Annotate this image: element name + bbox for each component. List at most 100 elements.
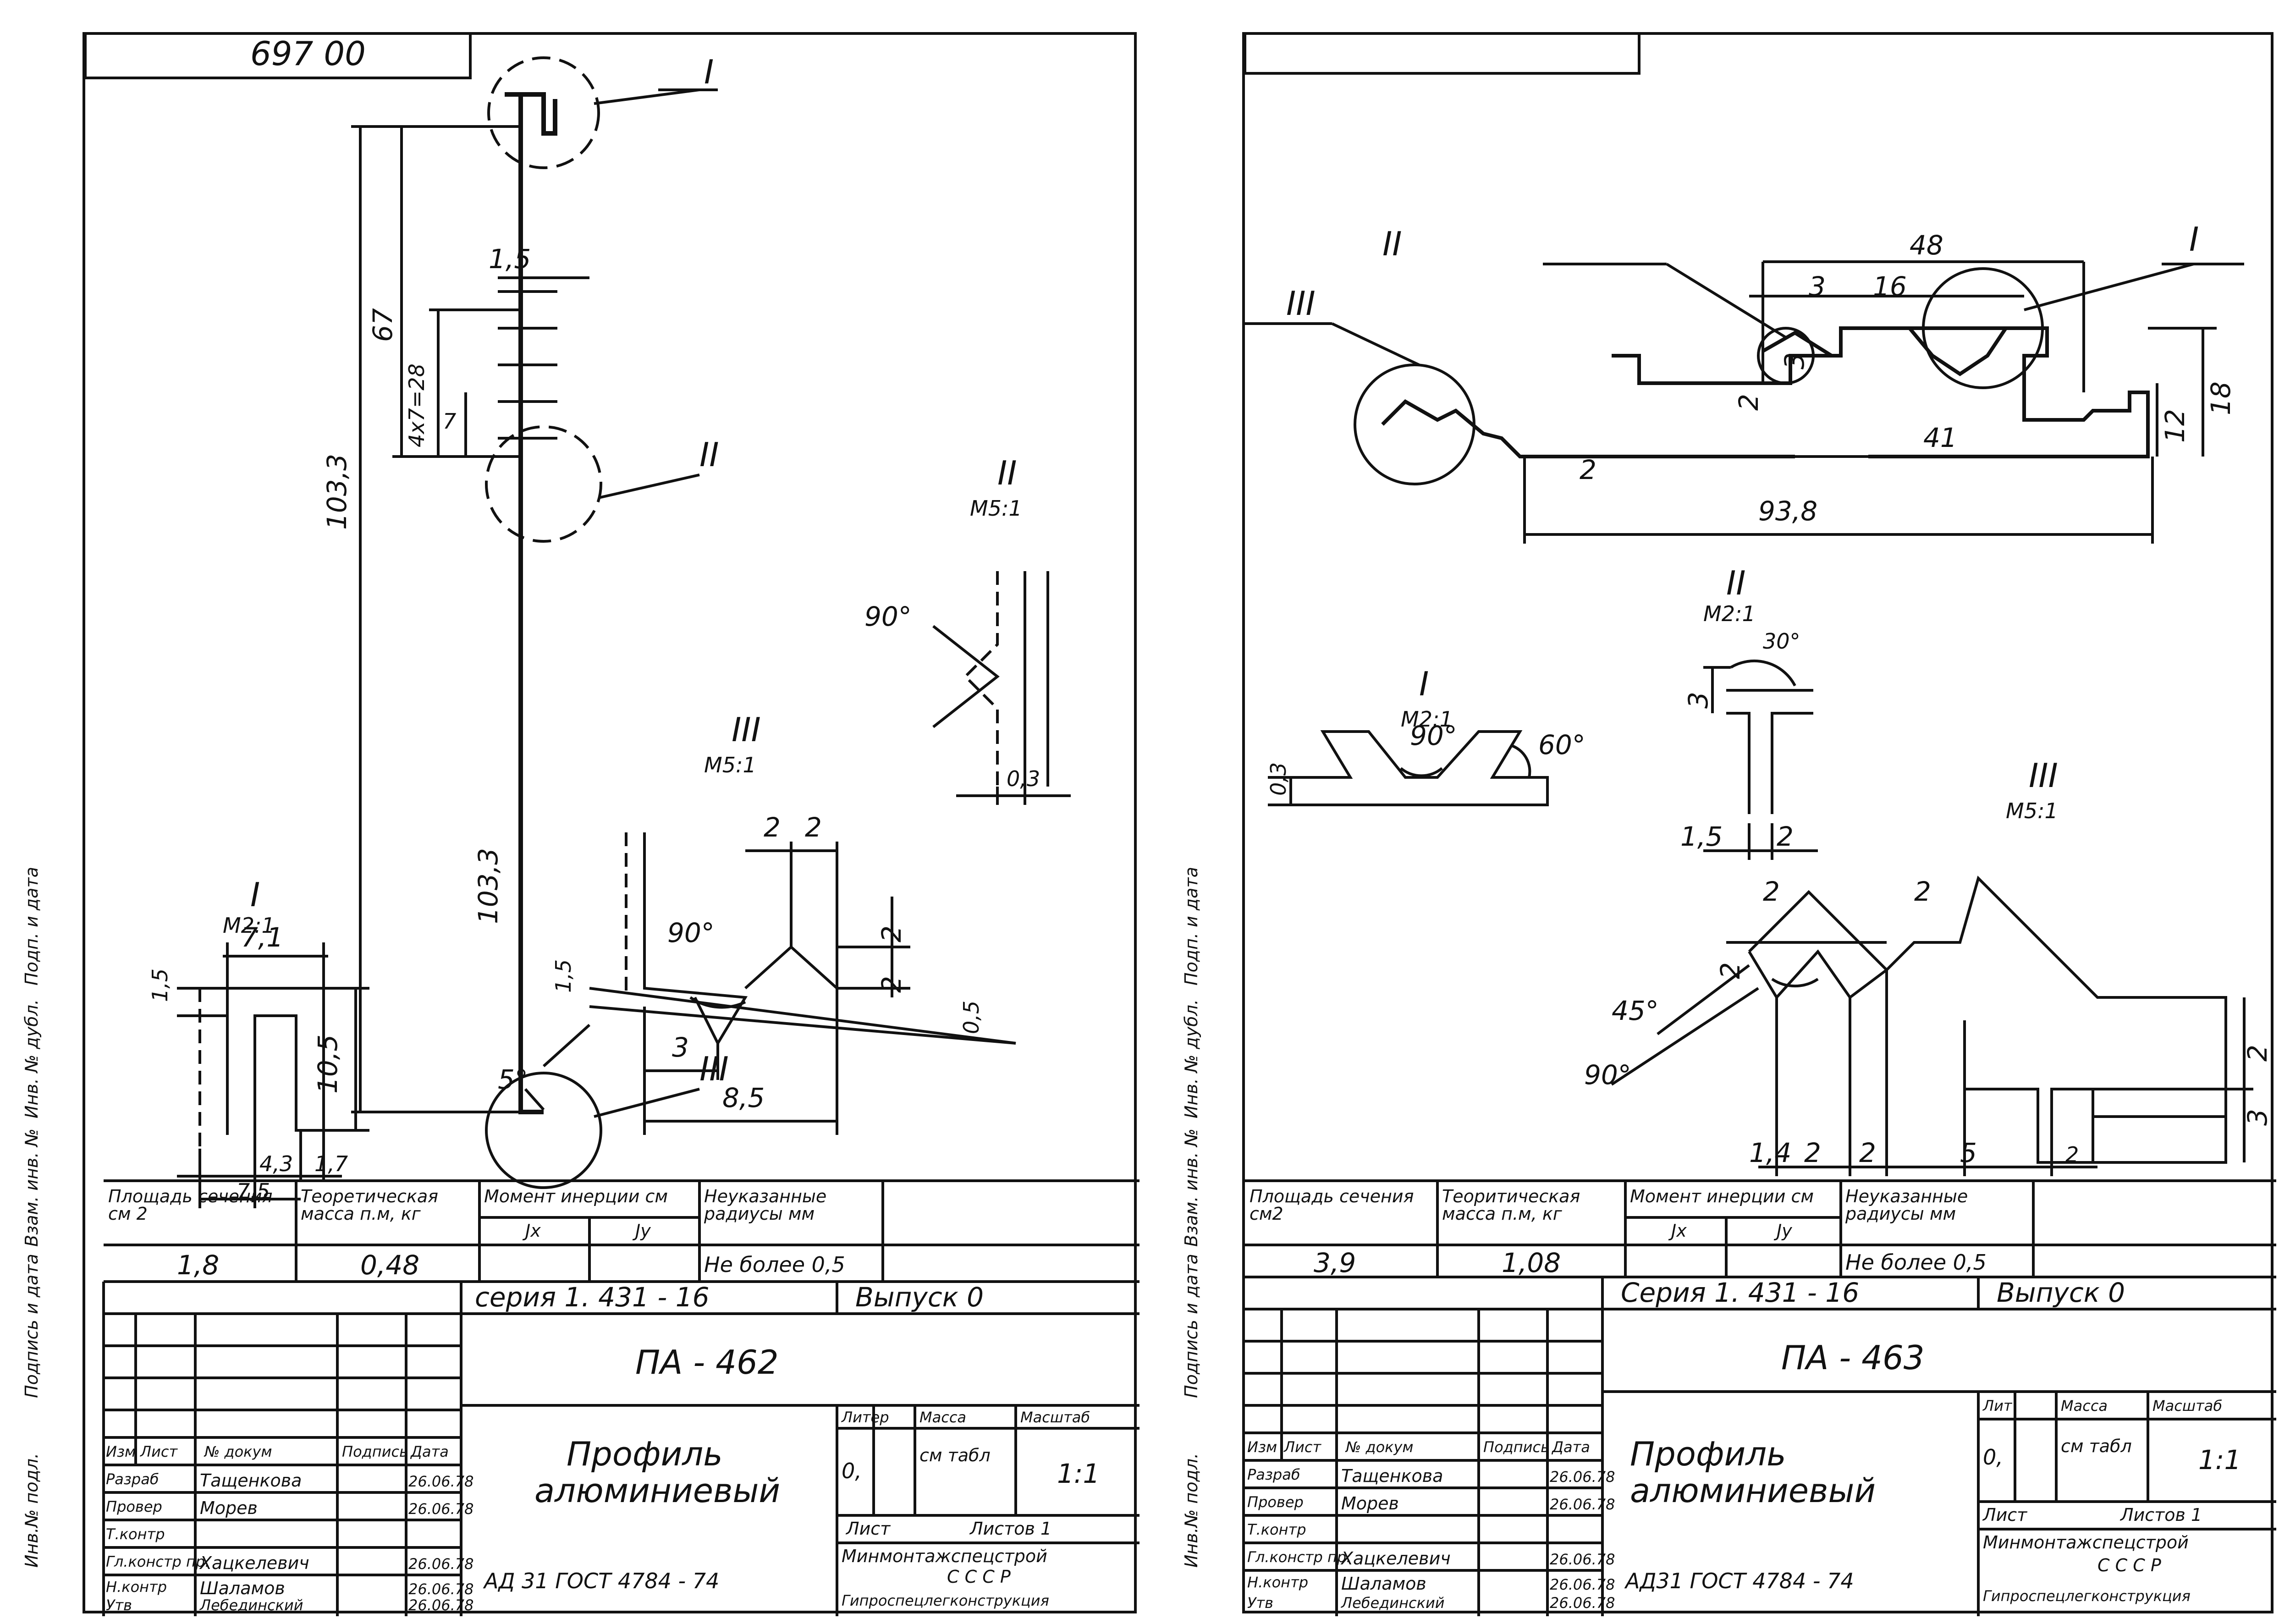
dim-s16: 16 <box>1873 271 1907 302</box>
detail-iii-h1: 2 <box>876 925 907 942</box>
stamp-code: ПА - 463 <box>1781 1338 1925 1377</box>
detail-i-b1: 4,3 <box>259 1151 293 1176</box>
props-header-jy: Jy <box>1777 1221 1792 1241</box>
drawing-lines-right <box>1245 35 2276 1616</box>
detail-iii-slope: 5° <box>498 1064 528 1095</box>
stamp-row-date: 26.06.78 <box>1550 1496 1615 1513</box>
stamp-row-role: Т.контр <box>1247 1521 1306 1538</box>
detail-iii-r1: 2 <box>2242 1045 2273 1062</box>
detail-iii-b1: 1,4 <box>1749 1137 1792 1168</box>
stamp-row-date: 26.06.78 <box>1550 1594 1615 1612</box>
stamp-org-1: Минмонтажспецстрой <box>1983 1532 2189 1552</box>
margin-label-sign-date-right: Подп. и дата <box>1181 867 1201 985</box>
stamp-sheets: Листов 1 <box>970 1519 1052 1539</box>
detail-iii-total: 8,5 <box>722 1082 765 1113</box>
dim-s3: 3 <box>1809 271 1826 302</box>
detail-mark-i: I <box>704 53 714 91</box>
stamp-row-role: Гл.констр пр. <box>106 1553 210 1570</box>
margin-label-sign-date: Подп. и дата <box>22 867 42 985</box>
stamp-org-1: Минмонтажспецстрой <box>842 1546 1047 1566</box>
stamp-row-name: Шаламов <box>1341 1574 1426 1594</box>
margin-label-dup-right: Инв. № дубл. <box>1181 999 1201 1118</box>
detail-i-width: 7,1 <box>241 922 284 953</box>
stamp-header-mass: Масса <box>919 1409 967 1426</box>
stamp-issue: Выпуск 0 <box>1997 1277 2125 1308</box>
detail-ii-angle: 30° <box>1763 629 1800 654</box>
detail-ii-w1: 1,5 <box>1680 821 1723 852</box>
detail-iii-t2: 2 <box>1914 876 1931 907</box>
dim-h18: 18 <box>2205 381 2236 415</box>
stamp-row-name: Хацкелевич <box>1341 1548 1451 1569</box>
props-mass: 0,48 <box>360 1250 420 1281</box>
stamp-sheet: Лист <box>1983 1505 2027 1525</box>
stamp-header-scale: Масштаб <box>2152 1397 2223 1415</box>
detail-ii-mark: II <box>997 454 1017 492</box>
detail-iii-a1: 45° <box>1612 995 1659 1026</box>
props-mass: 1,08 <box>1502 1247 1561 1278</box>
stamp-scale: 1:1 <box>2198 1444 2241 1475</box>
stamp-row-date: 26.06.78 <box>408 1473 474 1490</box>
stamp-row-date: 26.06.78 <box>1550 1551 1615 1568</box>
props-header-moment: Момент инерции см <box>1630 1186 1814 1206</box>
stamp-scale: 1:1 <box>1057 1458 1100 1489</box>
props-area: 3,9 <box>1314 1247 1356 1278</box>
dim-pitch: 4x7=28 <box>404 363 429 447</box>
dim-thickness: 1,5 <box>489 243 531 275</box>
props-header-moment: Момент инерции см <box>484 1186 668 1206</box>
stamp-material: АД 31 ГОСТ 4784 - 74 <box>484 1569 720 1593</box>
stamp-issue: Выпуск 0 <box>855 1282 984 1313</box>
props-radius: Не более 0,5 <box>704 1252 845 1277</box>
stamp-org-3: Гипроспецлегконструкция <box>842 1592 1049 1609</box>
detail-i-b2: 1,7 <box>314 1151 348 1176</box>
detail-iii-b3: 2 <box>1859 1137 1876 1168</box>
margin-label-dup: Инв. № дубл. <box>22 999 42 1118</box>
stamp-mass: см табл <box>2061 1436 2132 1456</box>
stamp-row-name: Шаламов <box>200 1578 285 1598</box>
stamp-code: ПА - 462 <box>635 1343 779 1382</box>
stamp-head-sign: Подпись <box>342 1443 408 1460</box>
stamp-row-role: Гл.констр пр. <box>1247 1548 1351 1566</box>
dim-bot2: 2 <box>1580 454 1596 485</box>
stamp-row-name: Тащенкова <box>200 1470 302 1491</box>
detail-iii-r2: 3 <box>2242 1109 2273 1126</box>
stamp-material: АД31 ГОСТ 4784 - 74 <box>1625 1569 1854 1593</box>
dim-top: 48 <box>1910 230 1943 261</box>
props-header-radius: Неуказанные радиусы мм <box>704 1186 827 1224</box>
drawing-sheet-pa462: 697 00 I II III 1,5 103,3 67 4x7=28 7 I … <box>83 32 1139 1616</box>
detail-iii-overall: 103,3 <box>473 848 504 924</box>
stamp-row-role: Разраб <box>1247 1466 1300 1483</box>
stamp-series: Серия 1. 431 - 16 <box>1621 1277 1860 1308</box>
detail-mark-ii: II <box>699 435 719 474</box>
props-header-radius: Неуказанные радиусы мм <box>1845 1186 1968 1224</box>
stamp-row-name: Морев <box>200 1498 258 1518</box>
detail-iii-a2: 90° <box>1584 1059 1631 1090</box>
props-radius: Не более 0,5 <box>1845 1250 1987 1275</box>
stamp-row-role: Провер <box>106 1498 162 1515</box>
stamp-row-role: Разраб <box>106 1470 159 1488</box>
stamp-row-role: Провер <box>1247 1493 1304 1511</box>
stamp-org-3: Гипроспецлегконструкция <box>1983 1587 2191 1605</box>
stamp-head-list: Лист <box>140 1443 178 1460</box>
corner-note: 697 00 <box>250 34 366 73</box>
drawing-lines-left <box>85 35 1139 1616</box>
detail-iii-b2: 2 <box>1804 1137 1821 1168</box>
margin-label-sign: Подпись и дата <box>22 1254 42 1398</box>
stamp-row-name: Хацкелевич <box>200 1553 309 1573</box>
stamp-row-role: Т.контр <box>106 1525 165 1543</box>
margin-label-replace: Взам. инв. № <box>22 1128 42 1247</box>
stamp-org-2: С С С Р <box>2097 1555 2161 1575</box>
detail-iii-scale: M5:1 <box>2006 798 2058 823</box>
detail-i-angle: 90° <box>1410 720 1457 751</box>
props-header-jx: Jx <box>525 1221 541 1241</box>
margin-label-sign-right: Подпись и дата <box>1181 1254 1201 1398</box>
stamp-head-izm: Изм <box>1247 1438 1277 1456</box>
stamp-lit: 0, <box>842 1459 862 1483</box>
props-header-jy: Jy <box>635 1221 651 1241</box>
stamp-lit: 0, <box>1983 1445 2003 1470</box>
stamp-head-doc: № докум <box>1346 1438 1414 1456</box>
stamp-head-date: Дата <box>1552 1438 1590 1456</box>
stamp-row-date: 26.06.78 <box>408 1596 474 1614</box>
stamp-header-mass: Масса <box>2061 1397 2108 1415</box>
stamp-head-doc: № докум <box>204 1443 272 1460</box>
detail-iii-mark: III <box>2029 756 2058 795</box>
